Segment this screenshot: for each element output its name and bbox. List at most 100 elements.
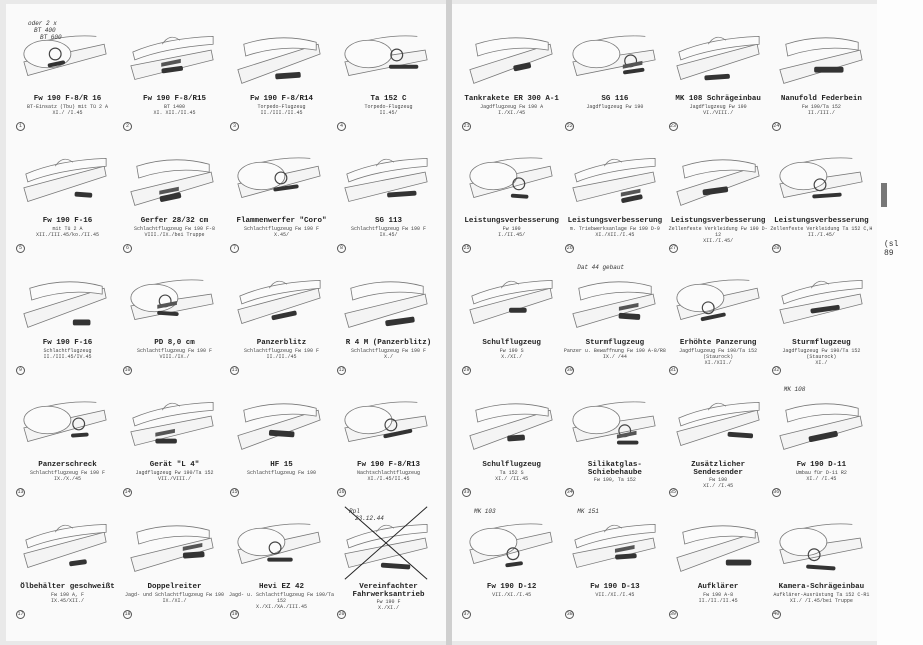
entry-title: Erhöhte Panzerung (679, 339, 757, 347)
entry-title: Schulflugzeug (482, 461, 541, 469)
entry-subtitle: Schlachtflugzeug Fw 190 (246, 469, 316, 476)
aircraft-illustration (23, 35, 107, 77)
entry-title: Ölbehälter geschweißt (20, 583, 115, 591)
entry-number: 24 (771, 122, 781, 131)
entry-number: 17 (16, 610, 25, 619)
entry-title: Kamera-Schrägeinbau (778, 583, 865, 591)
entry-subtitle: Fw 190/Ta 152 (801, 103, 841, 110)
entry-number: 29 (462, 366, 471, 375)
entry-number: 6 (123, 244, 132, 253)
aircraft-illustration (23, 281, 107, 328)
entry-subtitle: Jagdflugzeug Fw 190/Ta 152 (Staurock) (679, 347, 758, 360)
entry-number: 4 (337, 122, 346, 131)
entry-subtitle: Jagdflugzeug Fw 190 (689, 103, 747, 110)
aircraft-illustration (779, 37, 863, 84)
entry-number: 37 (462, 610, 471, 619)
entry-subtitle: II./II./45 (266, 353, 297, 360)
entry-number: 38 (565, 610, 575, 619)
entry-number: 23 (668, 122, 678, 131)
entry-subtitle: XI. XII./II.45 (153, 109, 196, 116)
entry-number: 40 (771, 610, 781, 619)
entry-subtitle: Jagd- u. Schlachtflugzeug Fw 190/Ta 152 (228, 591, 335, 604)
entry-title: Fw 190 F-8/R15 (142, 95, 206, 103)
entry-number: 16 (337, 488, 346, 497)
entry-subtitle: VIII./IX./bei Truppe (144, 231, 205, 238)
illustration-annotation: Rpl (349, 508, 360, 515)
aircraft-illustration (344, 523, 428, 570)
aircraft-illustration (237, 279, 321, 324)
entry-title: Sturmflugzeug (792, 339, 851, 347)
entry-subtitle: IX./X./45 (53, 475, 81, 482)
illustration-annotation: BT 600 (40, 34, 62, 41)
aircraft-illustration (469, 37, 553, 84)
entry-title: Silikatglas-Schiebehaube (587, 461, 642, 477)
entry-subtitle: Schlachtflugzeug Fw 190 F (29, 469, 105, 476)
entry-subtitle: XI./ /I.45 (52, 109, 83, 116)
entry-subtitle: Schlachtflugzeug Fw 190 F (243, 225, 319, 232)
entry-title: Leistungsverbesserung (567, 217, 663, 225)
entry-number: 12 (337, 366, 346, 375)
edge-mark (881, 183, 887, 207)
entry-number: 7 (230, 244, 239, 253)
entry-title: Gerät "L 4" (149, 461, 200, 469)
entry-number: 34 (565, 488, 575, 497)
entry-title: Zusätzlicher Sendesender (691, 461, 746, 477)
entry-number: 8 (337, 244, 346, 253)
entry-subtitle: XI./ /I.45 (703, 483, 734, 489)
entry-subtitle: IX.45/ (379, 231, 398, 238)
entry-subtitle: II./III.45/IV.45 (43, 353, 92, 360)
entry-title: SG 113 (374, 217, 402, 225)
entry-subtitle: IX.45/XII./ (50, 597, 84, 604)
entry-subtitle: XI./I.45/II.45 (367, 475, 410, 482)
entry-number: 28 (771, 244, 781, 253)
entry-number: 11 (230, 366, 239, 375)
aircraft-illustration (572, 401, 656, 445)
entry-subtitle: Jagdflugzeug Fw 190/Ta 152 (135, 469, 214, 476)
entry-subtitle: Panzer u. Bewaffnung Fw 190 A-8/R8 (563, 347, 666, 354)
entry-subtitle: XI./XII./ (704, 359, 732, 366)
entry-subtitle: Schlachtflugzeug Fw 190 F (350, 347, 426, 354)
entry-subtitle: XI./ /II.45 (495, 475, 529, 482)
aircraft-illustration (130, 525, 214, 572)
entry-subtitle: IX./ /44 (602, 353, 627, 360)
aircraft-illustration (344, 281, 428, 328)
entry-title: Schulflugzeug (482, 339, 541, 347)
entry-subtitle: II./I.45/ (807, 231, 835, 238)
aircraft-illustration (675, 525, 760, 572)
aircraft-illustration (130, 35, 214, 80)
aircraft-illustration (237, 157, 321, 199)
entry-subtitle: Fw 190 (502, 225, 521, 232)
aircraft-illustration (572, 35, 656, 76)
